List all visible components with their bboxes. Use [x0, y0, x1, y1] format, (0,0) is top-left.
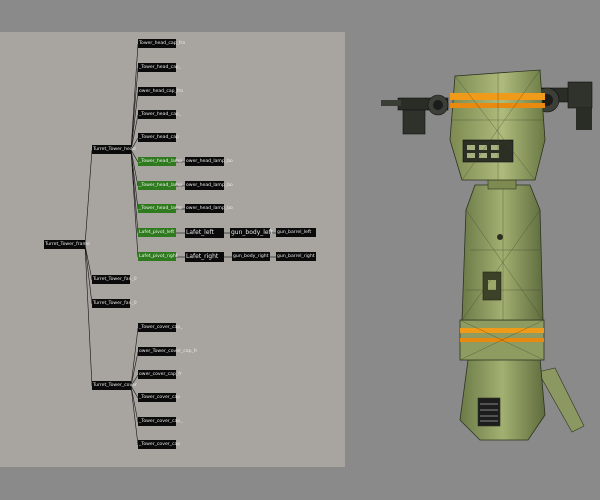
node-gun-barrel-right[interactable]: gun_barrel_right — [276, 252, 316, 261]
node-head-lamp-body-2[interactable]: ower_head_lamp_bo — [185, 181, 233, 190]
head-sensor-panel — [462, 139, 514, 163]
node-head-cap-1[interactable]: Tower_head_cap_fro — [138, 39, 186, 48]
node-head-cap-3[interactable]: ower_head_cap_fro — [138, 87, 184, 96]
node-graph-panel[interactable]: Turret_Tower_frame Turret_Tower_head Tur… — [0, 32, 345, 467]
node-cover-cap-1[interactable]: _Tower_cover_cap_ — [138, 323, 183, 332]
node-gun-body-left[interactable]: gun_body_left — [230, 228, 273, 238]
orange-stripe-head-2 — [450, 103, 545, 108]
base-vent — [477, 397, 501, 427]
node-head-lamp-body-3[interactable]: ower_head_lamp_bo — [185, 204, 233, 213]
node-lafet-pivot-right[interactable]: Lafet_pivot_right — [138, 252, 178, 261]
tower-base — [459, 357, 546, 441]
support-strut — [537, 367, 585, 433]
body-panel-insert — [488, 280, 496, 290]
node-lafet-left[interactable]: Lafet_left — [185, 228, 224, 238]
node-turret-tower-fan-2[interactable]: Turret_Tower_fan_0 — [92, 299, 137, 308]
node-head-lamp-body-1[interactable]: ower_head_lamp_bo — [185, 157, 233, 166]
node-links — [84, 43, 276, 446]
tower-head — [449, 69, 546, 181]
node-cover-cap-2[interactable]: ower_Tower_cover_cap_fr — [138, 347, 198, 356]
node-turret-tower-cover[interactable]: Turret_Tower_cover — [92, 381, 137, 390]
node-head-cap-4[interactable]: _Tower_head_cap_ — [138, 110, 182, 119]
node-gun-barrel-left[interactable]: gun_barrel_left — [276, 228, 316, 237]
3d-viewport[interactable] — [355, 40, 600, 460]
node-head-lamp-3[interactable]: _Tower_head_lamp — [138, 204, 183, 213]
node-head-lamp-1[interactable]: _Tower_head_lamp_ — [138, 157, 185, 166]
node-head-cap-5[interactable]: _Tower_head_cap — [138, 133, 179, 142]
node-turret-tower-frame[interactable]: Turret_Tower_frame — [44, 240, 90, 249]
node-cover-cap-6[interactable]: _Tower_cover_cap — [138, 440, 181, 449]
body-bolt — [497, 234, 503, 240]
node-lafet-right[interactable]: Lafet_right — [185, 252, 224, 262]
node-turret-tower-fan-1[interactable]: Turret_Tower_fan_0 — [92, 275, 137, 284]
turret-tower-model — [381, 69, 593, 441]
node-turret-tower-head[interactable]: Turret_Tower_head — [92, 145, 136, 154]
orange-stripe-lower-1 — [460, 328, 544, 333]
node-cover-cap-3[interactable]: ower_cover_cap_fr — [138, 370, 182, 379]
node-head-cap-2[interactable]: _Tower_head_cap_ — [138, 63, 182, 72]
node-gun-body-right[interactable]: gun_body_right — [232, 252, 270, 261]
node-cover-cap-5[interactable]: _Tower_cover_cap_ — [138, 417, 183, 426]
tower-body — [461, 184, 544, 321]
node-head-lamp-2[interactable]: _Tower_head_lamp_ — [138, 181, 185, 190]
gun-left — [381, 94, 449, 135]
node-cover-cap-4[interactable]: _Tower_cover_cap — [138, 393, 181, 402]
orange-stripe-head-1 — [450, 93, 545, 100]
node-lafet-pivot-left[interactable]: Lafet_pivot_left — [138, 228, 176, 237]
